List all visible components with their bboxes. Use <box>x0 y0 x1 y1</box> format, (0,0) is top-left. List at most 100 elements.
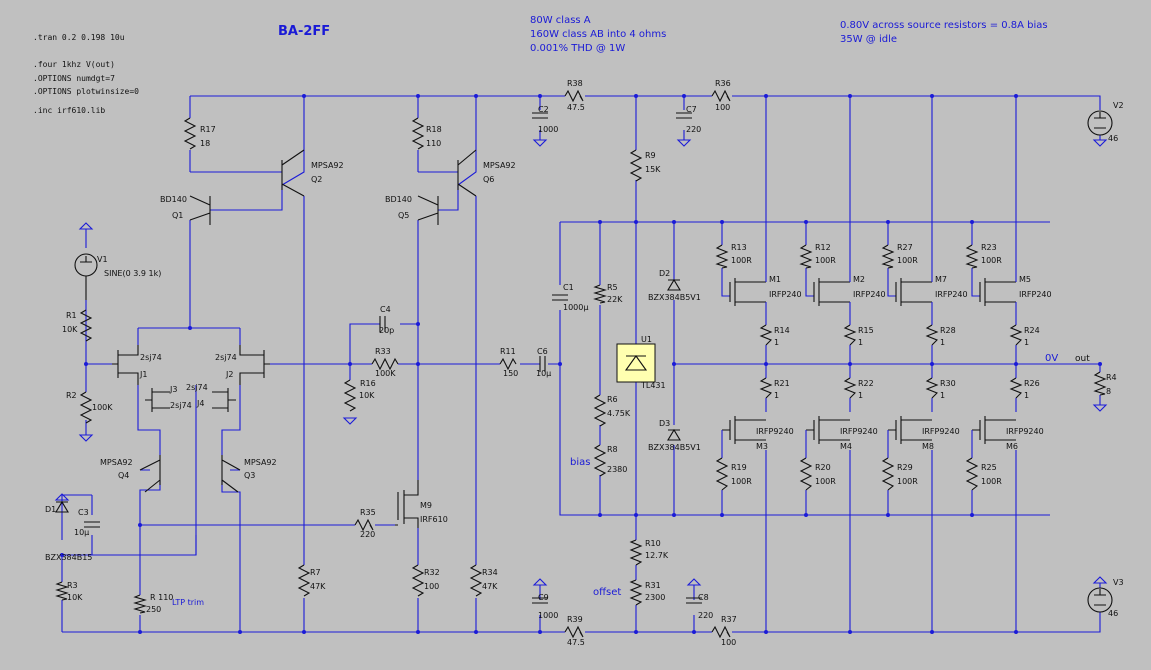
label-r12-name: R12 <box>815 243 831 252</box>
output-stage <box>715 94 1023 634</box>
label-r15-value: 1 <box>858 338 863 347</box>
label-v1-name: V1 <box>97 255 108 264</box>
label-m9-name: M9 <box>420 501 432 510</box>
label-r11-name: R11 <box>500 347 516 356</box>
label-r24-name: R24 <box>1024 326 1040 335</box>
label-v1-value: SINE(0 3.9 1k) <box>104 269 161 278</box>
label-r33-value: 100K <box>375 369 396 378</box>
label-r11-value: 150 <box>503 369 518 378</box>
label-m7-name: M7 <box>935 275 947 284</box>
note-thd: 0.001% THD @ 1W <box>530 43 625 54</box>
label-r5-value: 22K <box>607 295 623 304</box>
label-c2-name: C2 <box>538 105 549 114</box>
label-r110-name: R 110 <box>150 593 173 602</box>
label-r24-value: 1 <box>1024 338 1029 347</box>
net-label-bias: bias <box>570 457 590 468</box>
label-q2-value: MPSA92 <box>311 161 344 170</box>
label-r1-value: 10K <box>62 325 78 334</box>
label-m7-value: IRFP240 <box>935 290 968 299</box>
label-c1-name: C1 <box>563 283 574 292</box>
label-r10-name: R10 <box>645 539 661 548</box>
label-q3-value: MPSA92 <box>244 458 277 467</box>
label-j4-name: J4 <box>196 399 204 408</box>
label-c1-value: 1000µ <box>563 303 588 312</box>
label-r39-value: 47.5 <box>567 638 585 647</box>
label-v3-value: 46 <box>1108 609 1118 618</box>
label-r20-name: R20 <box>815 463 831 472</box>
label-c6-name: C6 <box>537 347 548 356</box>
label-r20-value: 100R <box>815 477 836 486</box>
page-title: BA-2FF <box>278 24 330 39</box>
label-m6-name: M6 <box>1006 442 1018 451</box>
label-d3-value: BZX384B5V1 <box>648 443 701 452</box>
label-r36-value: 100 <box>715 103 730 112</box>
label-r25-name: R25 <box>981 463 997 472</box>
label-r15-name: R15 <box>858 326 874 335</box>
note-bias: 0.80V across source resistors = 0.8A bia… <box>840 20 1048 31</box>
label-r21-name: R21 <box>774 379 790 388</box>
output-pair-3 <box>881 94 939 634</box>
label-r2-name: R2 <box>66 391 77 400</box>
component-labels: R1718R18110R3847.5R36100R3947.5R37100C21… <box>45 79 1124 647</box>
label-r16-value: 10K <box>359 391 375 400</box>
label-r34-value: 47K <box>482 582 498 591</box>
label-q1-name: Q1 <box>172 211 183 220</box>
label-r22-value: 1 <box>858 391 863 400</box>
label-r22-name: R22 <box>858 379 874 388</box>
label-r33-name: R33 <box>375 347 391 356</box>
label-r29-value: 100R <box>897 477 918 486</box>
label-r10-value: 12.7K <box>645 551 669 560</box>
label-j1-value: 2sj74 <box>140 353 162 362</box>
directive-tran: .tran 0.2 0.198 10u <box>33 33 125 42</box>
label-j2-value: 2sj74 <box>215 353 237 362</box>
spice-directives: .tran 0.2 0.198 10u .four 1khz V(out) .O… <box>33 33 139 115</box>
label-r12-value: 100R <box>815 256 836 265</box>
label-r2-value: 100K <box>92 403 113 412</box>
label-r8-name: R8 <box>607 445 618 454</box>
label-r13-name: R13 <box>731 243 747 252</box>
label-r3-name: R3 <box>67 581 78 590</box>
label-r8-value: 2380 <box>607 465 627 474</box>
note-class-a: 80W class A <box>530 15 591 26</box>
label-j3-name: J3 <box>169 385 177 394</box>
label-r18-value: 110 <box>426 139 441 148</box>
label-c9-value: 1000 <box>538 611 558 620</box>
label-q6-value: MPSA92 <box>483 161 516 170</box>
label-r110-value: 250 <box>146 605 161 614</box>
label-d2-value: BZX384B5V1 <box>648 293 701 302</box>
directive-four: .four 1khz V(out) <box>33 60 115 69</box>
label-r30-name: R30 <box>940 379 956 388</box>
label-c8-value: 220 <box>698 611 713 620</box>
label-m5-name: M5 <box>1019 275 1031 284</box>
capacitor-symbols <box>84 112 702 604</box>
label-r32-name: R32 <box>424 568 440 577</box>
output-pair-2 <box>799 94 857 634</box>
label-r9-name: R9 <box>645 151 656 160</box>
label-j1-name: J1 <box>139 370 147 379</box>
label-r36-name: R36 <box>715 79 731 88</box>
label-m3-value: IRFP9240 <box>756 427 794 436</box>
label-v3-name: V3 <box>1113 578 1124 587</box>
label-r16-name: R16 <box>360 379 376 388</box>
label-q5-name: Q5 <box>398 211 409 220</box>
label-r6-name: R6 <box>607 395 618 404</box>
label-r26-value: 1 <box>1024 391 1029 400</box>
label-r9-value: 15K <box>645 165 661 174</box>
label-j2-name: J2 <box>225 370 233 379</box>
resistor-symbols <box>55 89 1107 639</box>
label-r4-value: 8 <box>1106 387 1111 396</box>
label-r27-name: R27 <box>897 243 913 252</box>
label-r35-value: 220 <box>360 530 375 539</box>
label-r14-value: 1 <box>774 338 779 347</box>
voltage-sources <box>74 110 1113 613</box>
label-r3-value: 10K <box>67 593 83 602</box>
label-r17-name: R17 <box>200 125 216 134</box>
label-u1-name: U1 <box>641 335 652 344</box>
label-r37-name: R37 <box>721 615 737 624</box>
label-m9-value: IRF610 <box>420 515 448 524</box>
label-r26-name: R26 <box>1024 379 1040 388</box>
directive-numdgt: .OPTIONS numdgt=7 <box>33 74 115 83</box>
label-c3-value: 10µ <box>74 528 89 537</box>
label-r23-name: R23 <box>981 243 997 252</box>
label-r25-value: 100R <box>981 477 1002 486</box>
